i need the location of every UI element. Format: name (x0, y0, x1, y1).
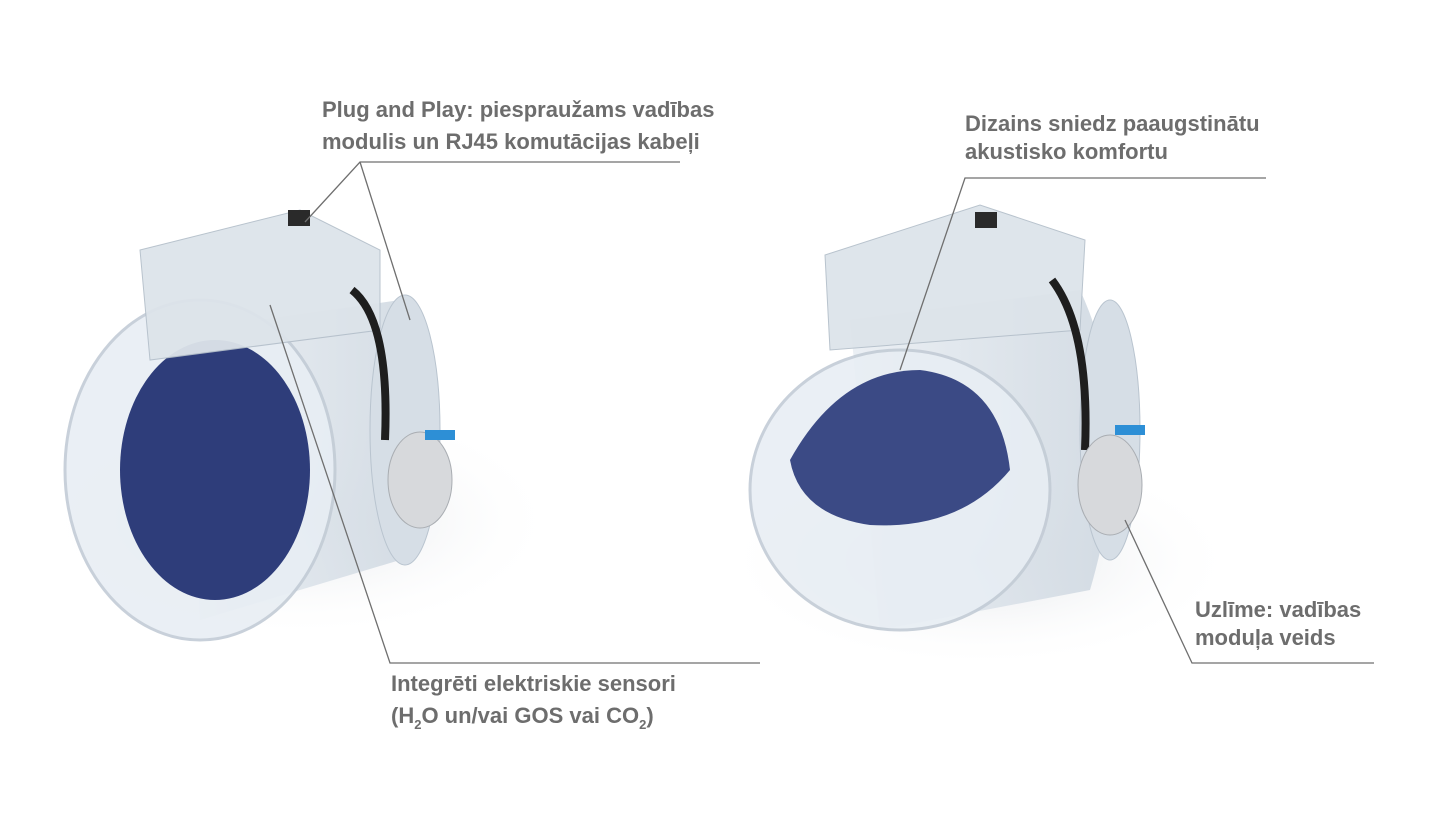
rj45-port-left (288, 210, 310, 226)
callout-label: Uzlīme: vadības moduļa veids (1195, 596, 1361, 652)
leader-lines (269, 161, 1374, 664)
callout-design: Dizains sniedz paaugstinātu akustisko ko… (965, 110, 1260, 166)
callout-line: moduļa veids (1195, 625, 1336, 650)
callout-line: Dizains sniedz paaugstinātu (965, 111, 1260, 136)
damper-blade-right (790, 370, 1010, 526)
damper-right (720, 204, 1240, 670)
damper-blade-left (120, 340, 310, 600)
actuator-left (387, 431, 453, 529)
callout-line: akustisko komfortu (965, 139, 1168, 164)
control-module-right (824, 204, 1086, 351)
control-module-left (139, 209, 381, 361)
damper-left (40, 209, 560, 642)
callout-line: (H2O un/vai GOS vai CO2) (391, 703, 654, 732)
callout-line: Plug and Play: piespraužams vadības (322, 97, 715, 122)
callout-line: Integrēti elektriskie sensori (391, 671, 676, 696)
callout-plug-and-play: Plug and Play: piespraužams vadības modu… (322, 94, 714, 158)
cable-left (349, 286, 390, 441)
callout-line: modulis un RJ45 komutācijas kabeļi (322, 129, 700, 154)
callout-sensors: Integrēti elektriskie sensori (H2O un/va… (391, 668, 676, 732)
callout-line: Uzlīme: vadības (1195, 597, 1362, 622)
actuator-right (1077, 434, 1143, 536)
